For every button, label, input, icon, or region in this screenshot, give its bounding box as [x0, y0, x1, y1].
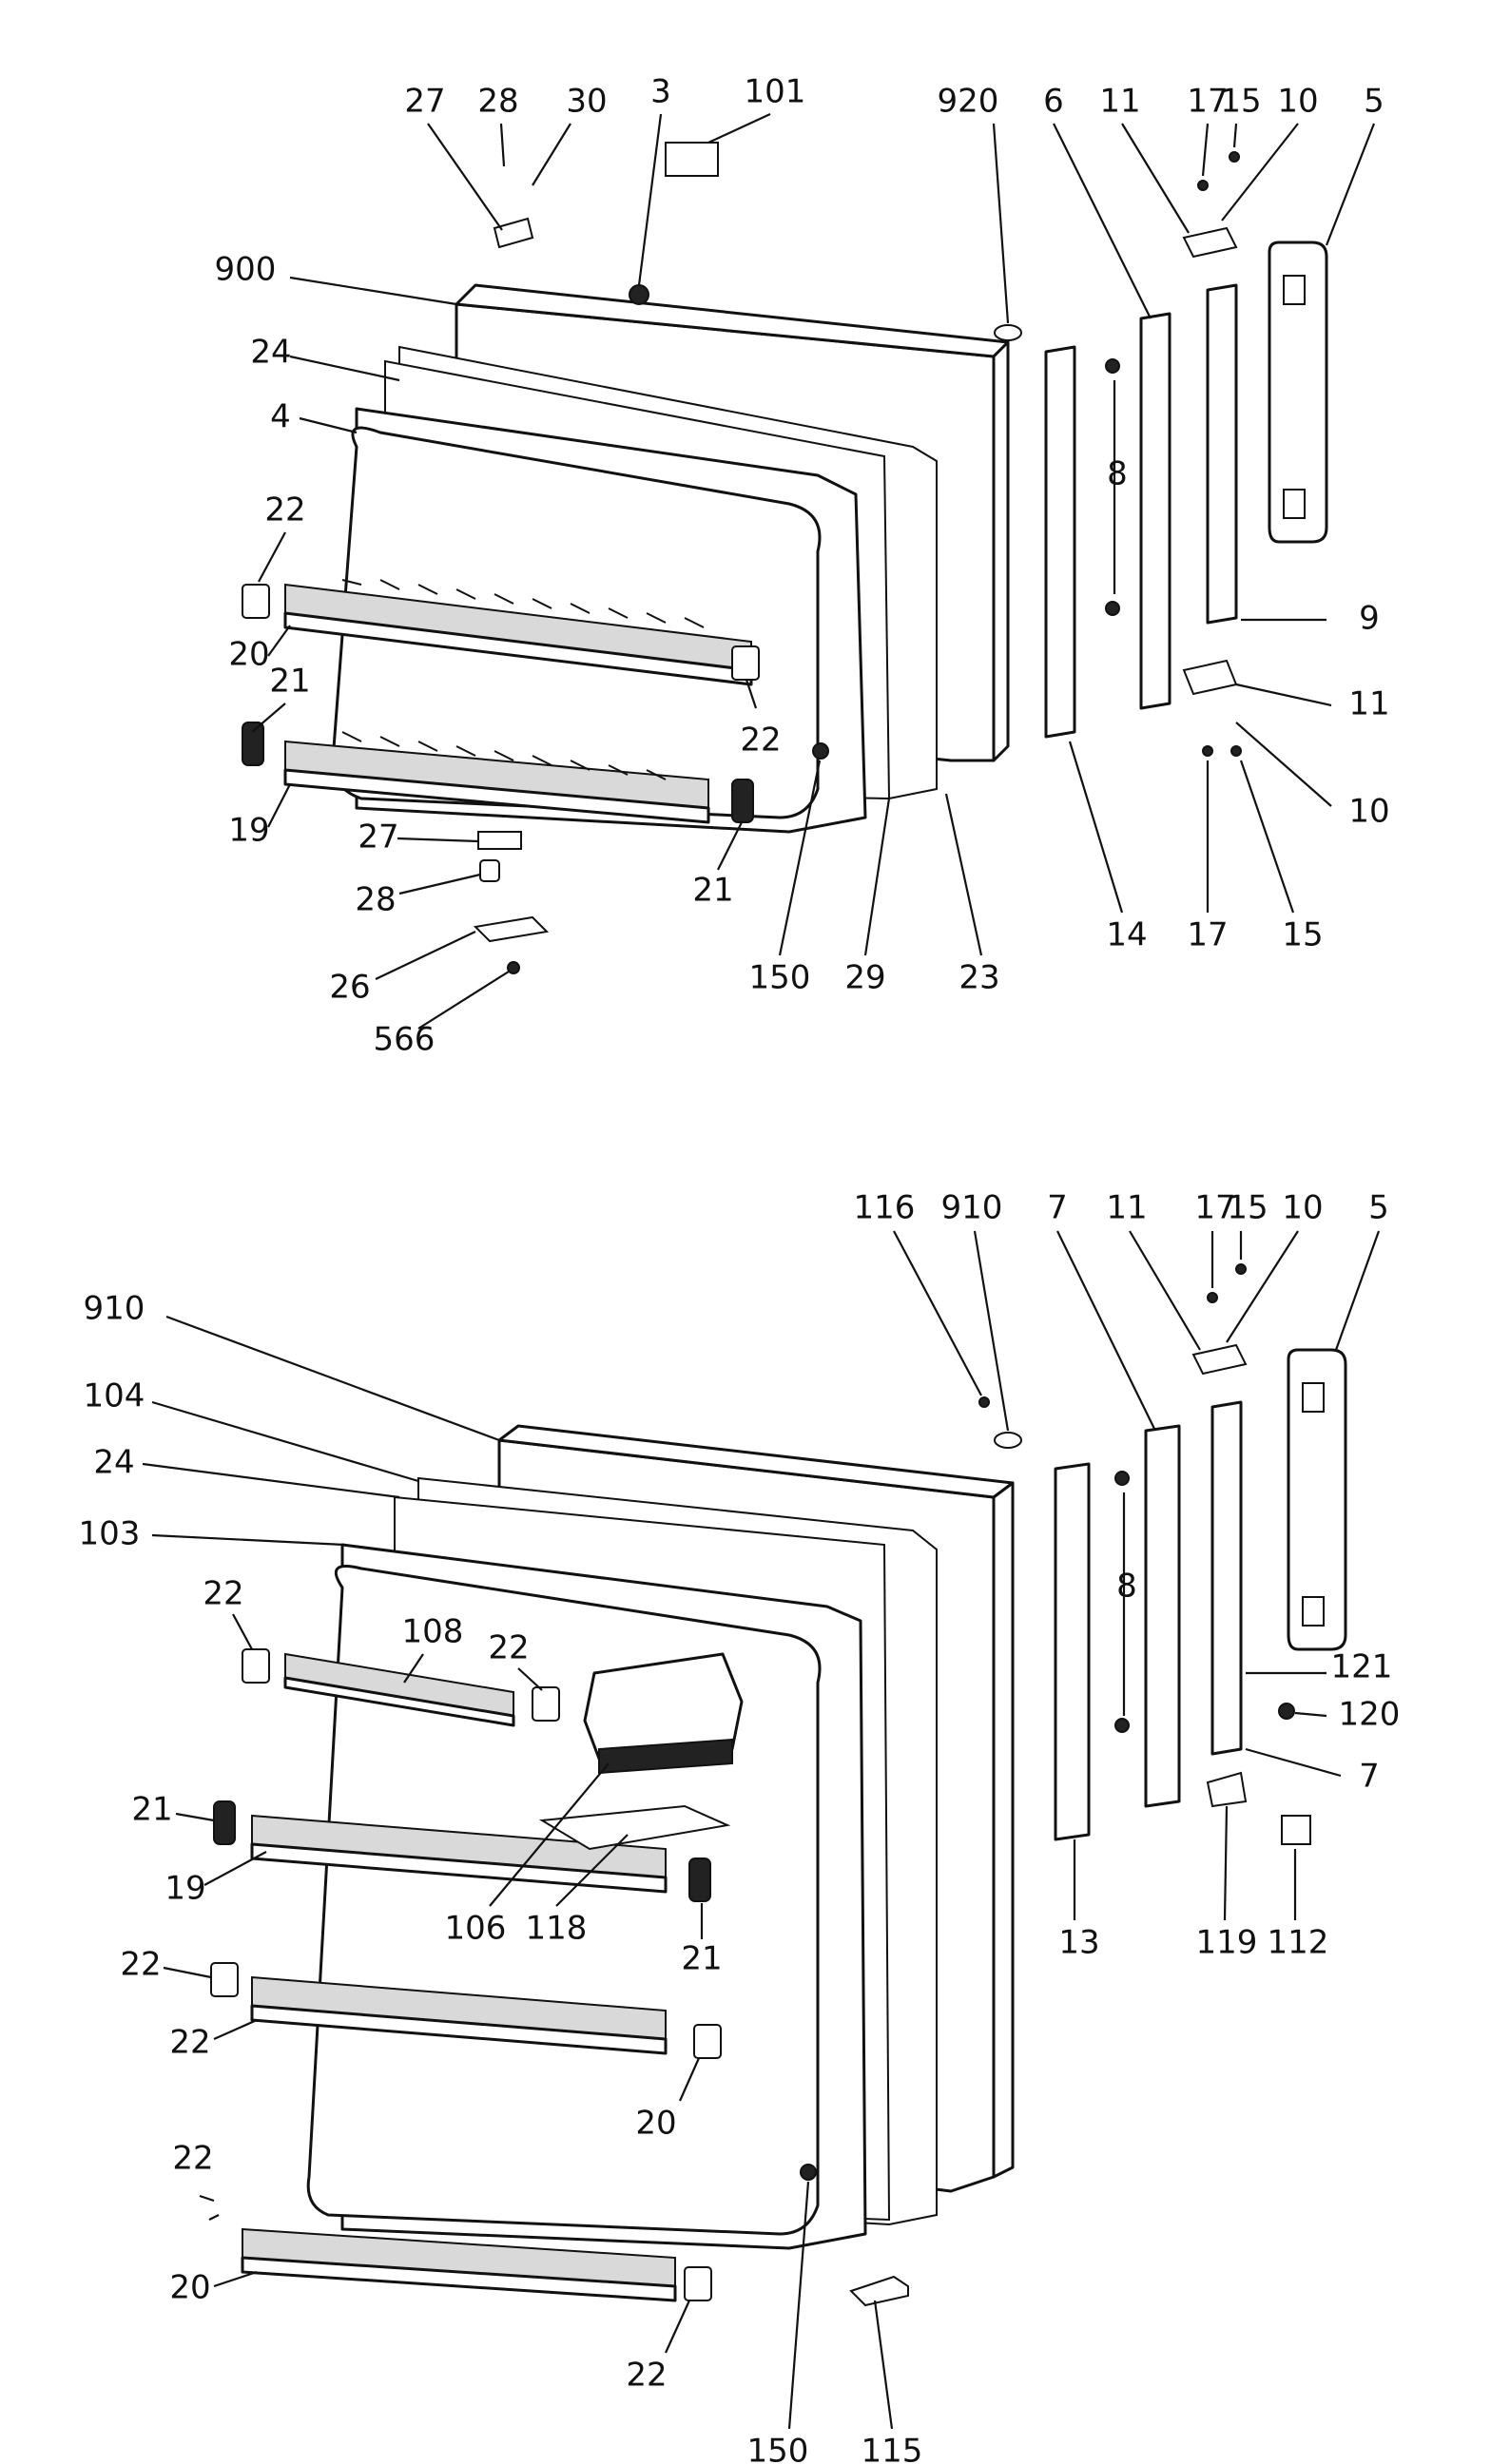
callout-label: 106 [445, 1910, 507, 1948]
bottom-door-assembly [199, 1263, 1347, 2307]
callout-label: 27 [404, 83, 445, 121]
hinge-top [493, 217, 534, 249]
callout-label: 22 [169, 2024, 210, 2062]
handle-mount [1139, 312, 1172, 710]
callout-label: 11 [1106, 1189, 1147, 1227]
callout-label: 6 [1043, 83, 1064, 121]
callout-label: 22 [264, 491, 305, 529]
callout-label: 120 [1339, 1696, 1401, 1734]
hinge-plate [473, 915, 550, 943]
callout-label: 17 [1187, 916, 1228, 954]
side-trim [1044, 345, 1076, 739]
callout-label: 24 [250, 334, 291, 372]
callout-label: 21 [269, 663, 310, 701]
callout-label: 11 [1348, 685, 1389, 723]
callout-label: 30 [566, 83, 607, 121]
callout-label: 21 [692, 872, 733, 910]
callout-label: 15 [1227, 1189, 1268, 1227]
callout-label: 14 [1106, 916, 1147, 954]
callout-label: 17 [1187, 83, 1228, 121]
callout-label: 8 [1116, 1568, 1137, 1606]
callout-label: 8 [1107, 455, 1128, 493]
callout-label: 10 [1277, 83, 1318, 121]
callout-label: 19 [228, 812, 269, 850]
callout-label: 23 [958, 959, 999, 997]
callout-label: 119 [1196, 1924, 1258, 1962]
plug-cap [994, 324, 1022, 341]
handle-cap [1281, 1815, 1311, 1845]
callout-label: 115 [862, 2433, 923, 2464]
callout-label: 7 [1047, 1189, 1068, 1227]
callout-label: 7 [1359, 1758, 1380, 1796]
callout-label: 27 [358, 818, 398, 857]
handle-channel [1210, 1400, 1243, 1756]
callout-label: 21 [681, 1940, 722, 1978]
callout-label: 104 [84, 1377, 145, 1415]
callout-label: 103 [79, 1515, 141, 1553]
top-callouts: 27 28 30 3 101 900 24 4 22 20 21 19 27 2… [215, 73, 1390, 1059]
callout-label: 150 [747, 2433, 809, 2464]
plug-button [629, 284, 649, 305]
callout-label: 21 [131, 1791, 172, 1829]
door-handle [1287, 1348, 1347, 1651]
callout-label: 22 [626, 2357, 667, 2395]
callout-label: 22 [740, 722, 781, 760]
shelf-clip [242, 584, 270, 619]
callout-label: 26 [329, 969, 370, 1007]
callout-label: 910 [84, 1290, 145, 1328]
callout-label: 101 [745, 73, 806, 111]
callout-label: 15 [1220, 83, 1261, 121]
callout-label: 22 [203, 1575, 243, 1613]
callout-label: 19 [165, 1870, 205, 1908]
callout-label: 150 [749, 959, 811, 997]
top-door-assembly [242, 142, 1328, 974]
callout-label: 112 [1268, 1924, 1329, 1962]
callout-label: 20 [228, 636, 269, 674]
callout-label: 566 [374, 1021, 436, 1059]
callout-label: 22 [488, 1629, 529, 1667]
callout-label: 22 [120, 1946, 161, 1984]
side-trim [1054, 1462, 1091, 1841]
door-handle [1268, 241, 1328, 544]
handle-bracket [1206, 1771, 1248, 1808]
callout-label: 11 [1099, 83, 1140, 121]
shelf-retainer [242, 722, 264, 766]
callout-label: 910 [941, 1189, 1003, 1227]
callout-label: 4 [270, 398, 291, 436]
callout-label: 22 [172, 2140, 213, 2178]
callout-label: 5 [1364, 83, 1384, 121]
callout-label: 3 [650, 73, 671, 111]
hinge-bottom [477, 831, 522, 850]
callout-label: 10 [1348, 793, 1389, 831]
callout-label: 9 [1359, 600, 1380, 638]
callout-label: 121 [1331, 1648, 1393, 1686]
callout-label: 20 [635, 2105, 676, 2143]
callout-label: 116 [854, 1189, 916, 1227]
callout-label: 24 [93, 1444, 134, 1482]
callout-label: 10 [1282, 1189, 1323, 1227]
callout-label: 20 [169, 2269, 210, 2307]
top-door-shelf-lower [283, 731, 710, 824]
callout-label: 118 [526, 1910, 588, 1948]
handle-channel [1206, 283, 1238, 625]
callout-label: 28 [477, 83, 518, 121]
callout-label: 900 [215, 251, 277, 289]
callout-label: 15 [1282, 916, 1323, 954]
callout-label: 13 [1058, 1924, 1099, 1962]
bottom-callouts: 116 910 7 11 17 15 10 5 910 104 24 103 2… [79, 1189, 1401, 2464]
nameplate [665, 142, 719, 177]
callout-label: 920 [938, 83, 999, 121]
handle-mount [1144, 1424, 1181, 1808]
callout-label: 108 [402, 1613, 464, 1651]
callout-label: 29 [844, 959, 885, 997]
top-door-shelf-upper [283, 579, 753, 686]
callout-label: 5 [1368, 1189, 1389, 1227]
callout-label: 17 [1194, 1189, 1235, 1227]
butter-dish [538, 1804, 731, 1851]
callout-label: 28 [355, 881, 396, 919]
